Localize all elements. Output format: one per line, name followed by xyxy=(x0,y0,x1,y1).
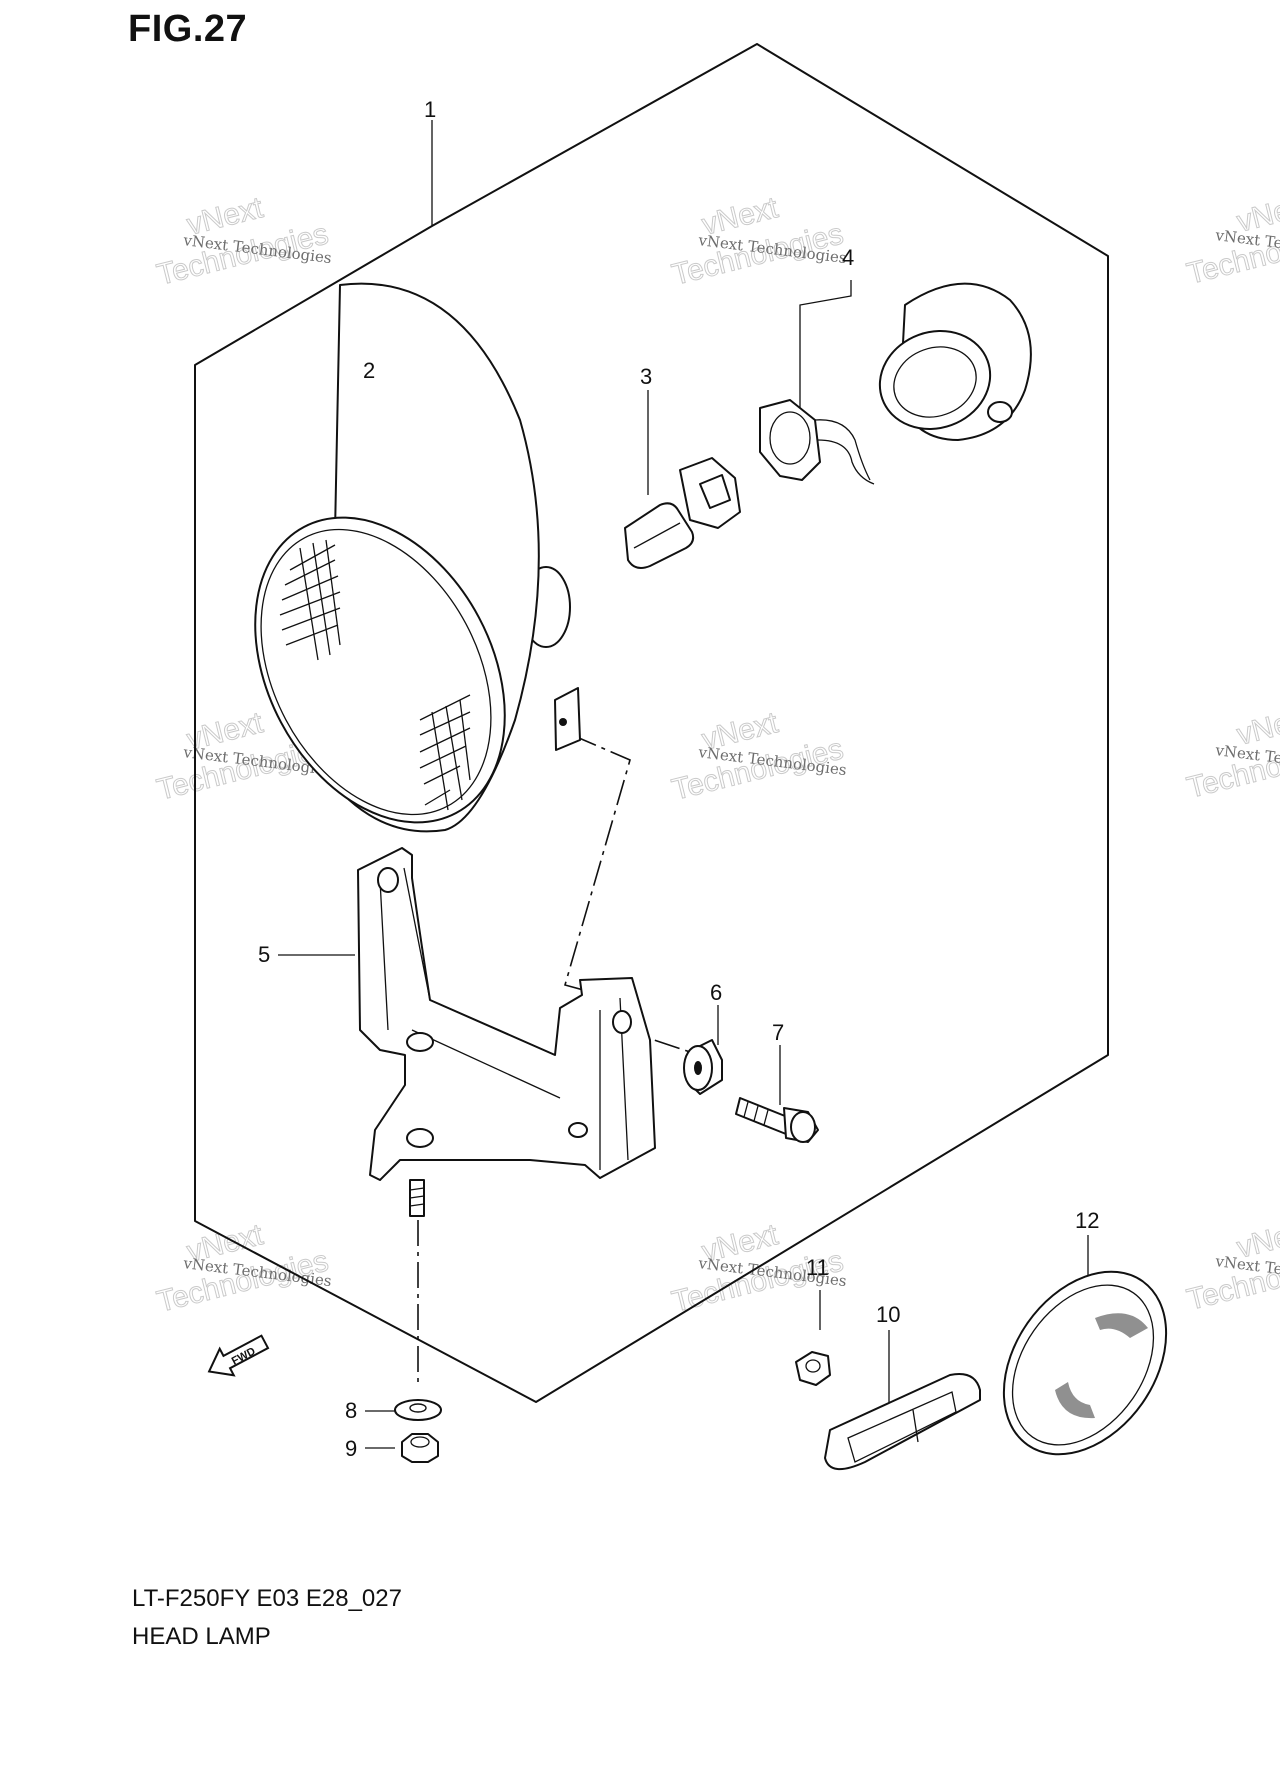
side-reflector-divider xyxy=(912,1409,919,1443)
nut-hole xyxy=(410,1436,430,1448)
bracket-body xyxy=(357,847,656,1181)
lens-pattern-lower xyxy=(419,694,471,811)
grommet-hole xyxy=(694,1061,702,1075)
assembly-outline xyxy=(194,43,1109,1403)
rear-cover-opening xyxy=(893,346,977,418)
bulb-filament-line xyxy=(633,522,681,549)
watermark-1: vNext Technologies vNext Technologies xyxy=(153,191,332,293)
bolt-head xyxy=(790,1111,816,1143)
bolt xyxy=(735,1097,819,1143)
socket-cord-1 xyxy=(814,419,871,481)
leader-4 xyxy=(799,280,852,445)
callout-9: 9 xyxy=(345,1436,357,1461)
callout-2: 2 xyxy=(363,358,375,383)
bulb-glass xyxy=(624,502,695,569)
round-reflector-rim xyxy=(1002,1270,1168,1456)
watermark-6: vNext Technologies vNext Technologies xyxy=(1183,701,1280,806)
watermark-7: vNext Technologies vNext Technologies xyxy=(153,1218,332,1320)
bulb-base xyxy=(699,474,731,509)
small-nut xyxy=(795,1351,831,1386)
lens-pattern-upper xyxy=(279,539,341,661)
callout-6: 6 xyxy=(710,980,722,1005)
head-lamp-unit xyxy=(254,282,581,833)
side-reflector-lens xyxy=(847,1391,957,1463)
dash-lamp-to-bracket xyxy=(564,734,631,1001)
round-reflector xyxy=(1002,1270,1168,1456)
callout-10: 10 xyxy=(876,1302,900,1327)
head-lamp-bracket xyxy=(357,847,656,1217)
bracket-hole-upper xyxy=(377,867,399,893)
small-nut-body xyxy=(795,1351,831,1386)
side-reflector-body xyxy=(824,1373,981,1470)
callout-numbers: 1 2 3 4 5 6 7 8 9 10 11 12 xyxy=(258,97,1099,1461)
callout-1: 1 xyxy=(424,97,436,122)
nut-body xyxy=(401,1433,439,1463)
callout-4: 4 xyxy=(842,245,854,270)
watermark-3: vNext Technologies vNext Technologies xyxy=(1183,188,1280,292)
small-nut-hole xyxy=(805,1359,821,1373)
nut xyxy=(401,1433,439,1463)
round-reflector-lens xyxy=(1011,1284,1155,1446)
section-name: HEAD LAMP xyxy=(132,1623,271,1650)
bracket-hole-side xyxy=(612,1010,632,1034)
socket-ring-inner xyxy=(769,411,811,465)
figure-title: FIG.27 xyxy=(128,8,248,50)
callout-3: 3 xyxy=(640,364,652,389)
bulb xyxy=(624,457,741,569)
bracket-hole-left xyxy=(406,1032,434,1052)
rear-cover-nipple xyxy=(987,401,1013,423)
fwd-arrow-icon: FWD xyxy=(207,1334,270,1377)
callout-12: 12 xyxy=(1075,1208,1099,1233)
grommet xyxy=(683,1039,723,1095)
bracket-hole-lower xyxy=(406,1128,434,1148)
socket-assembly xyxy=(759,282,1032,485)
watermark-5: vNext Technologies vNext Technologies xyxy=(668,706,847,808)
watermark-2: vNext Technologies vNext Technologies xyxy=(668,191,847,293)
model-code: LT-F250FY E03 E28_027 xyxy=(132,1585,402,1612)
callout-5: 5 xyxy=(258,942,270,967)
reflector-pattern-upper xyxy=(1095,1313,1148,1338)
fwd-arrow-shape xyxy=(207,1334,270,1377)
washer-hole xyxy=(409,1403,427,1413)
lamp-tab-hole xyxy=(559,718,567,726)
fwd-label: FWD xyxy=(230,1345,258,1367)
socket-cord-2 xyxy=(817,439,875,485)
bracket-hole-right xyxy=(568,1122,588,1138)
lamp-rim xyxy=(254,516,506,824)
side-reflector xyxy=(824,1373,981,1470)
callout-11: 11 xyxy=(806,1255,829,1280)
callout-8: 8 xyxy=(345,1398,357,1423)
reflector-pattern-lower xyxy=(1055,1382,1095,1419)
bracket-edges xyxy=(379,867,629,1170)
callout-7: 7 xyxy=(772,1020,784,1045)
lamp-mount-tab xyxy=(554,687,581,751)
watermark-9: vNext Technologies vNext Technologies xyxy=(1183,1214,1280,1318)
